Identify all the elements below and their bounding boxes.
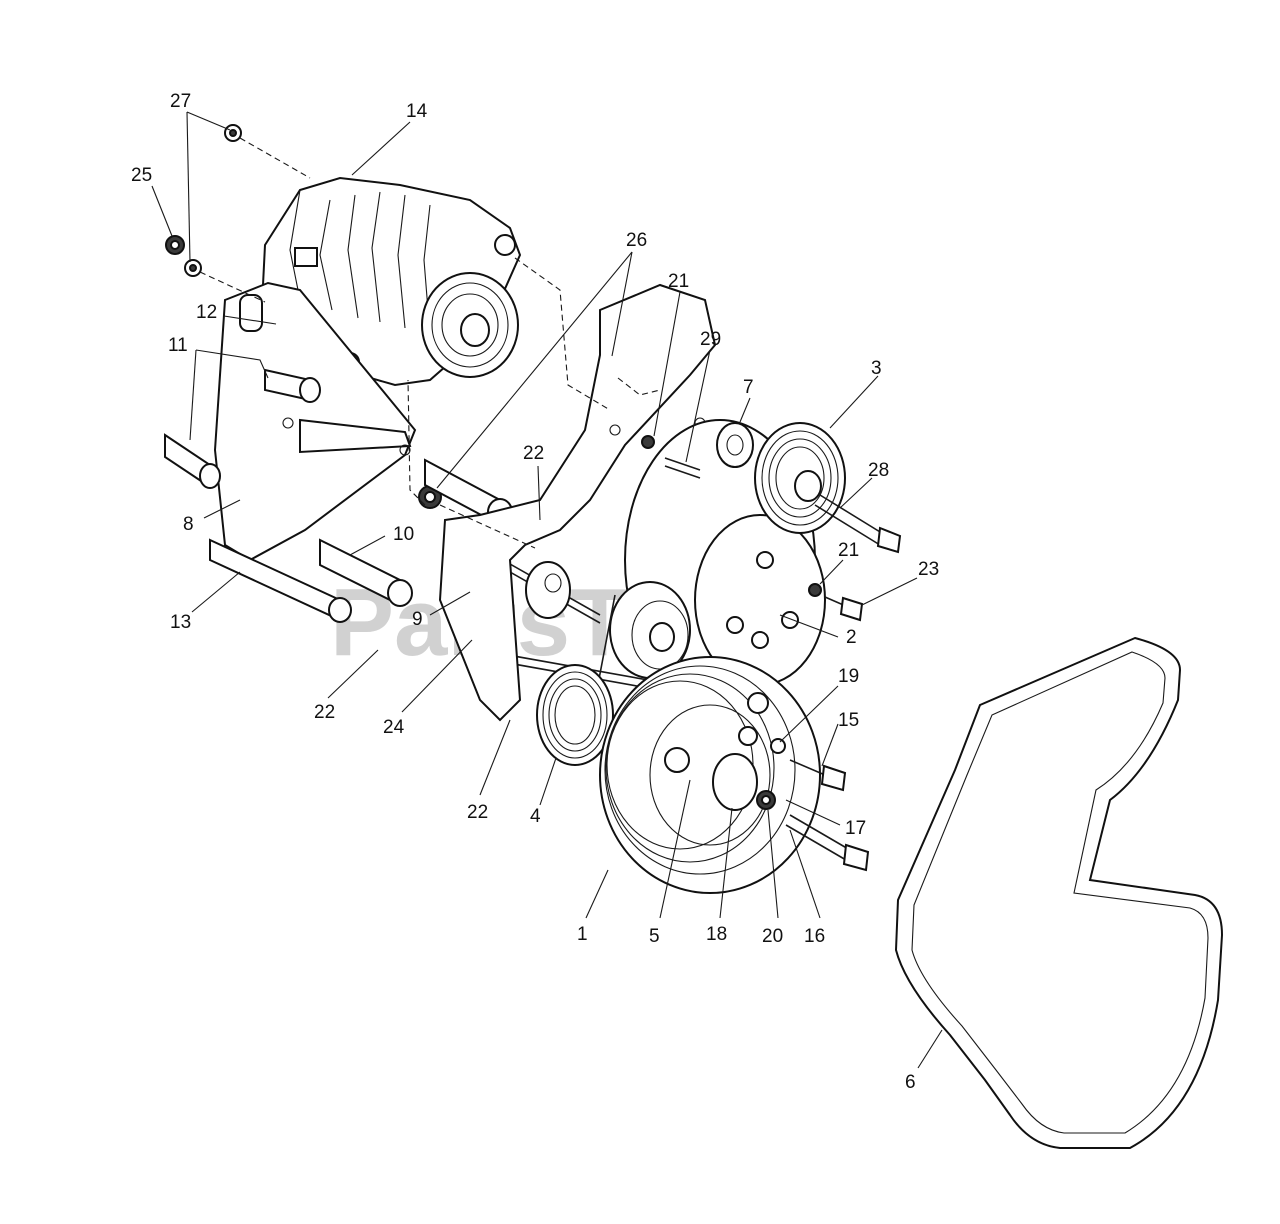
callout-5[interactable]: 5 xyxy=(649,926,660,947)
callouts: 27 14 25 12 11 26 21 29 7 3 28 22 8 10 2… xyxy=(131,91,939,1093)
bolt-13[interactable] xyxy=(209,538,352,623)
callout-24[interactable]: 24 xyxy=(383,717,405,738)
callout-3[interactable]: 3 xyxy=(871,358,882,379)
callout-9[interactable]: 9 xyxy=(412,609,423,630)
callout-28[interactable]: 28 xyxy=(868,460,889,481)
callout-11[interactable]: 11 xyxy=(168,335,188,356)
callout-26[interactable]: 26 xyxy=(626,230,647,251)
spacer-10[interactable] xyxy=(525,561,571,619)
idler-pulley-3[interactable] xyxy=(754,422,846,534)
washer-27a[interactable] xyxy=(184,259,202,277)
callout-25[interactable]: 25 xyxy=(131,165,152,186)
callout-22c[interactable]: 22 xyxy=(467,802,488,823)
washer-19[interactable] xyxy=(770,738,786,754)
bolt-16[interactable] xyxy=(785,814,870,872)
callout-27[interactable]: 27 xyxy=(170,91,191,112)
callout-22b[interactable]: 22 xyxy=(314,702,335,723)
washer-27b[interactable] xyxy=(224,124,242,142)
callout-23[interactable]: 23 xyxy=(918,559,939,580)
callout-17[interactable]: 17 xyxy=(845,818,866,839)
nut-25[interactable] xyxy=(165,235,185,255)
drive-pulley-1[interactable] xyxy=(599,656,821,894)
callout-12[interactable]: 12 xyxy=(196,302,217,323)
assembly-lines xyxy=(199,137,661,549)
spacer-18[interactable] xyxy=(712,753,758,811)
callout-13[interactable]: 13 xyxy=(170,612,191,633)
callout-8[interactable]: 8 xyxy=(183,514,194,535)
callout-1[interactable]: 1 xyxy=(577,924,588,945)
spacer-7[interactable] xyxy=(716,422,754,468)
nut-21b[interactable] xyxy=(808,583,822,597)
bolt-29[interactable] xyxy=(664,457,701,479)
callout-15[interactable]: 15 xyxy=(838,710,859,731)
callout-16[interactable]: 16 xyxy=(804,926,825,947)
callout-2[interactable]: 2 xyxy=(846,627,857,648)
spacer-11b[interactable] xyxy=(164,433,221,489)
callout-20[interactable]: 20 xyxy=(762,926,783,947)
bolt-28[interactable] xyxy=(814,494,902,554)
callout-18[interactable]: 18 xyxy=(706,924,727,945)
bolt-23[interactable] xyxy=(824,596,864,622)
callout-19[interactable]: 19 xyxy=(838,666,859,687)
callout-21[interactable]: 21 xyxy=(668,271,689,292)
callout-4[interactable]: 4 xyxy=(530,806,541,827)
spacer-9[interactable] xyxy=(319,538,413,607)
callout-21b[interactable]: 21 xyxy=(838,540,859,561)
nut-20[interactable] xyxy=(756,790,776,810)
leader-lines xyxy=(151,111,943,1069)
belt-6[interactable] xyxy=(894,636,1224,1149)
callout-10[interactable]: 10 xyxy=(393,524,414,545)
callout-29[interactable]: 29 xyxy=(700,329,721,350)
callout-6[interactable]: 6 xyxy=(905,1072,916,1093)
callout-14[interactable]: 14 xyxy=(406,101,428,122)
callout-22a[interactable]: 22 xyxy=(523,443,544,464)
spacer-11a[interactable] xyxy=(264,368,321,403)
bolt-15[interactable] xyxy=(789,759,847,792)
callout-7[interactable]: 7 xyxy=(743,377,754,398)
nut-21a[interactable] xyxy=(641,435,655,449)
bracket-8[interactable] xyxy=(213,281,417,562)
tensioner-pulley-4[interactable] xyxy=(536,664,614,766)
